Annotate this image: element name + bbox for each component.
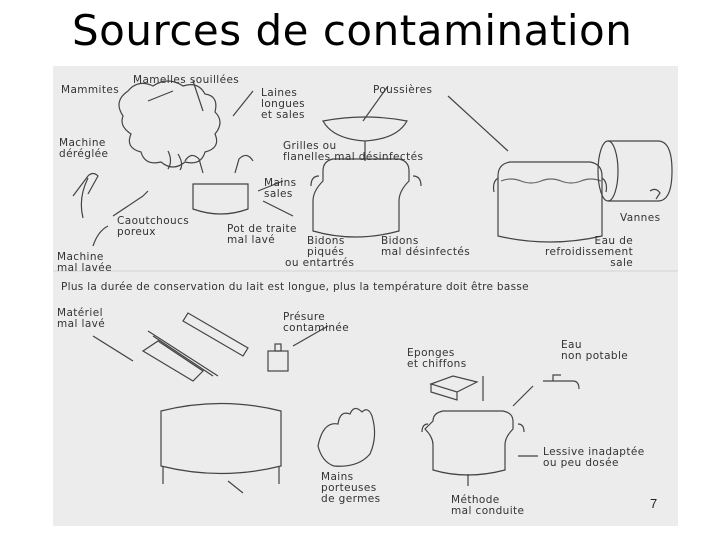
cheese-vat (161, 404, 281, 474)
label-mamelles: Mamelles souillées (133, 75, 239, 86)
figure-caption: Plus la durée de conservation du lait es… (61, 281, 529, 293)
label-mammites: Mammites (61, 85, 119, 96)
slide-title: Sources de contamination (72, 6, 632, 55)
milking-pot (193, 184, 248, 214)
rennet-bottle (268, 351, 288, 371)
hand-drawing (318, 408, 375, 466)
utensils (143, 331, 218, 381)
water-tap (543, 375, 579, 389)
page-number: 7 (650, 496, 657, 511)
milk-can-2 (425, 411, 513, 475)
milk-can-1 (313, 159, 409, 237)
sponge (431, 376, 477, 400)
label-vannes: Vannes (620, 213, 660, 224)
milking-machine (73, 174, 148, 219)
cooling-tank (498, 162, 602, 242)
label-poussieres: Poussières (373, 85, 432, 96)
